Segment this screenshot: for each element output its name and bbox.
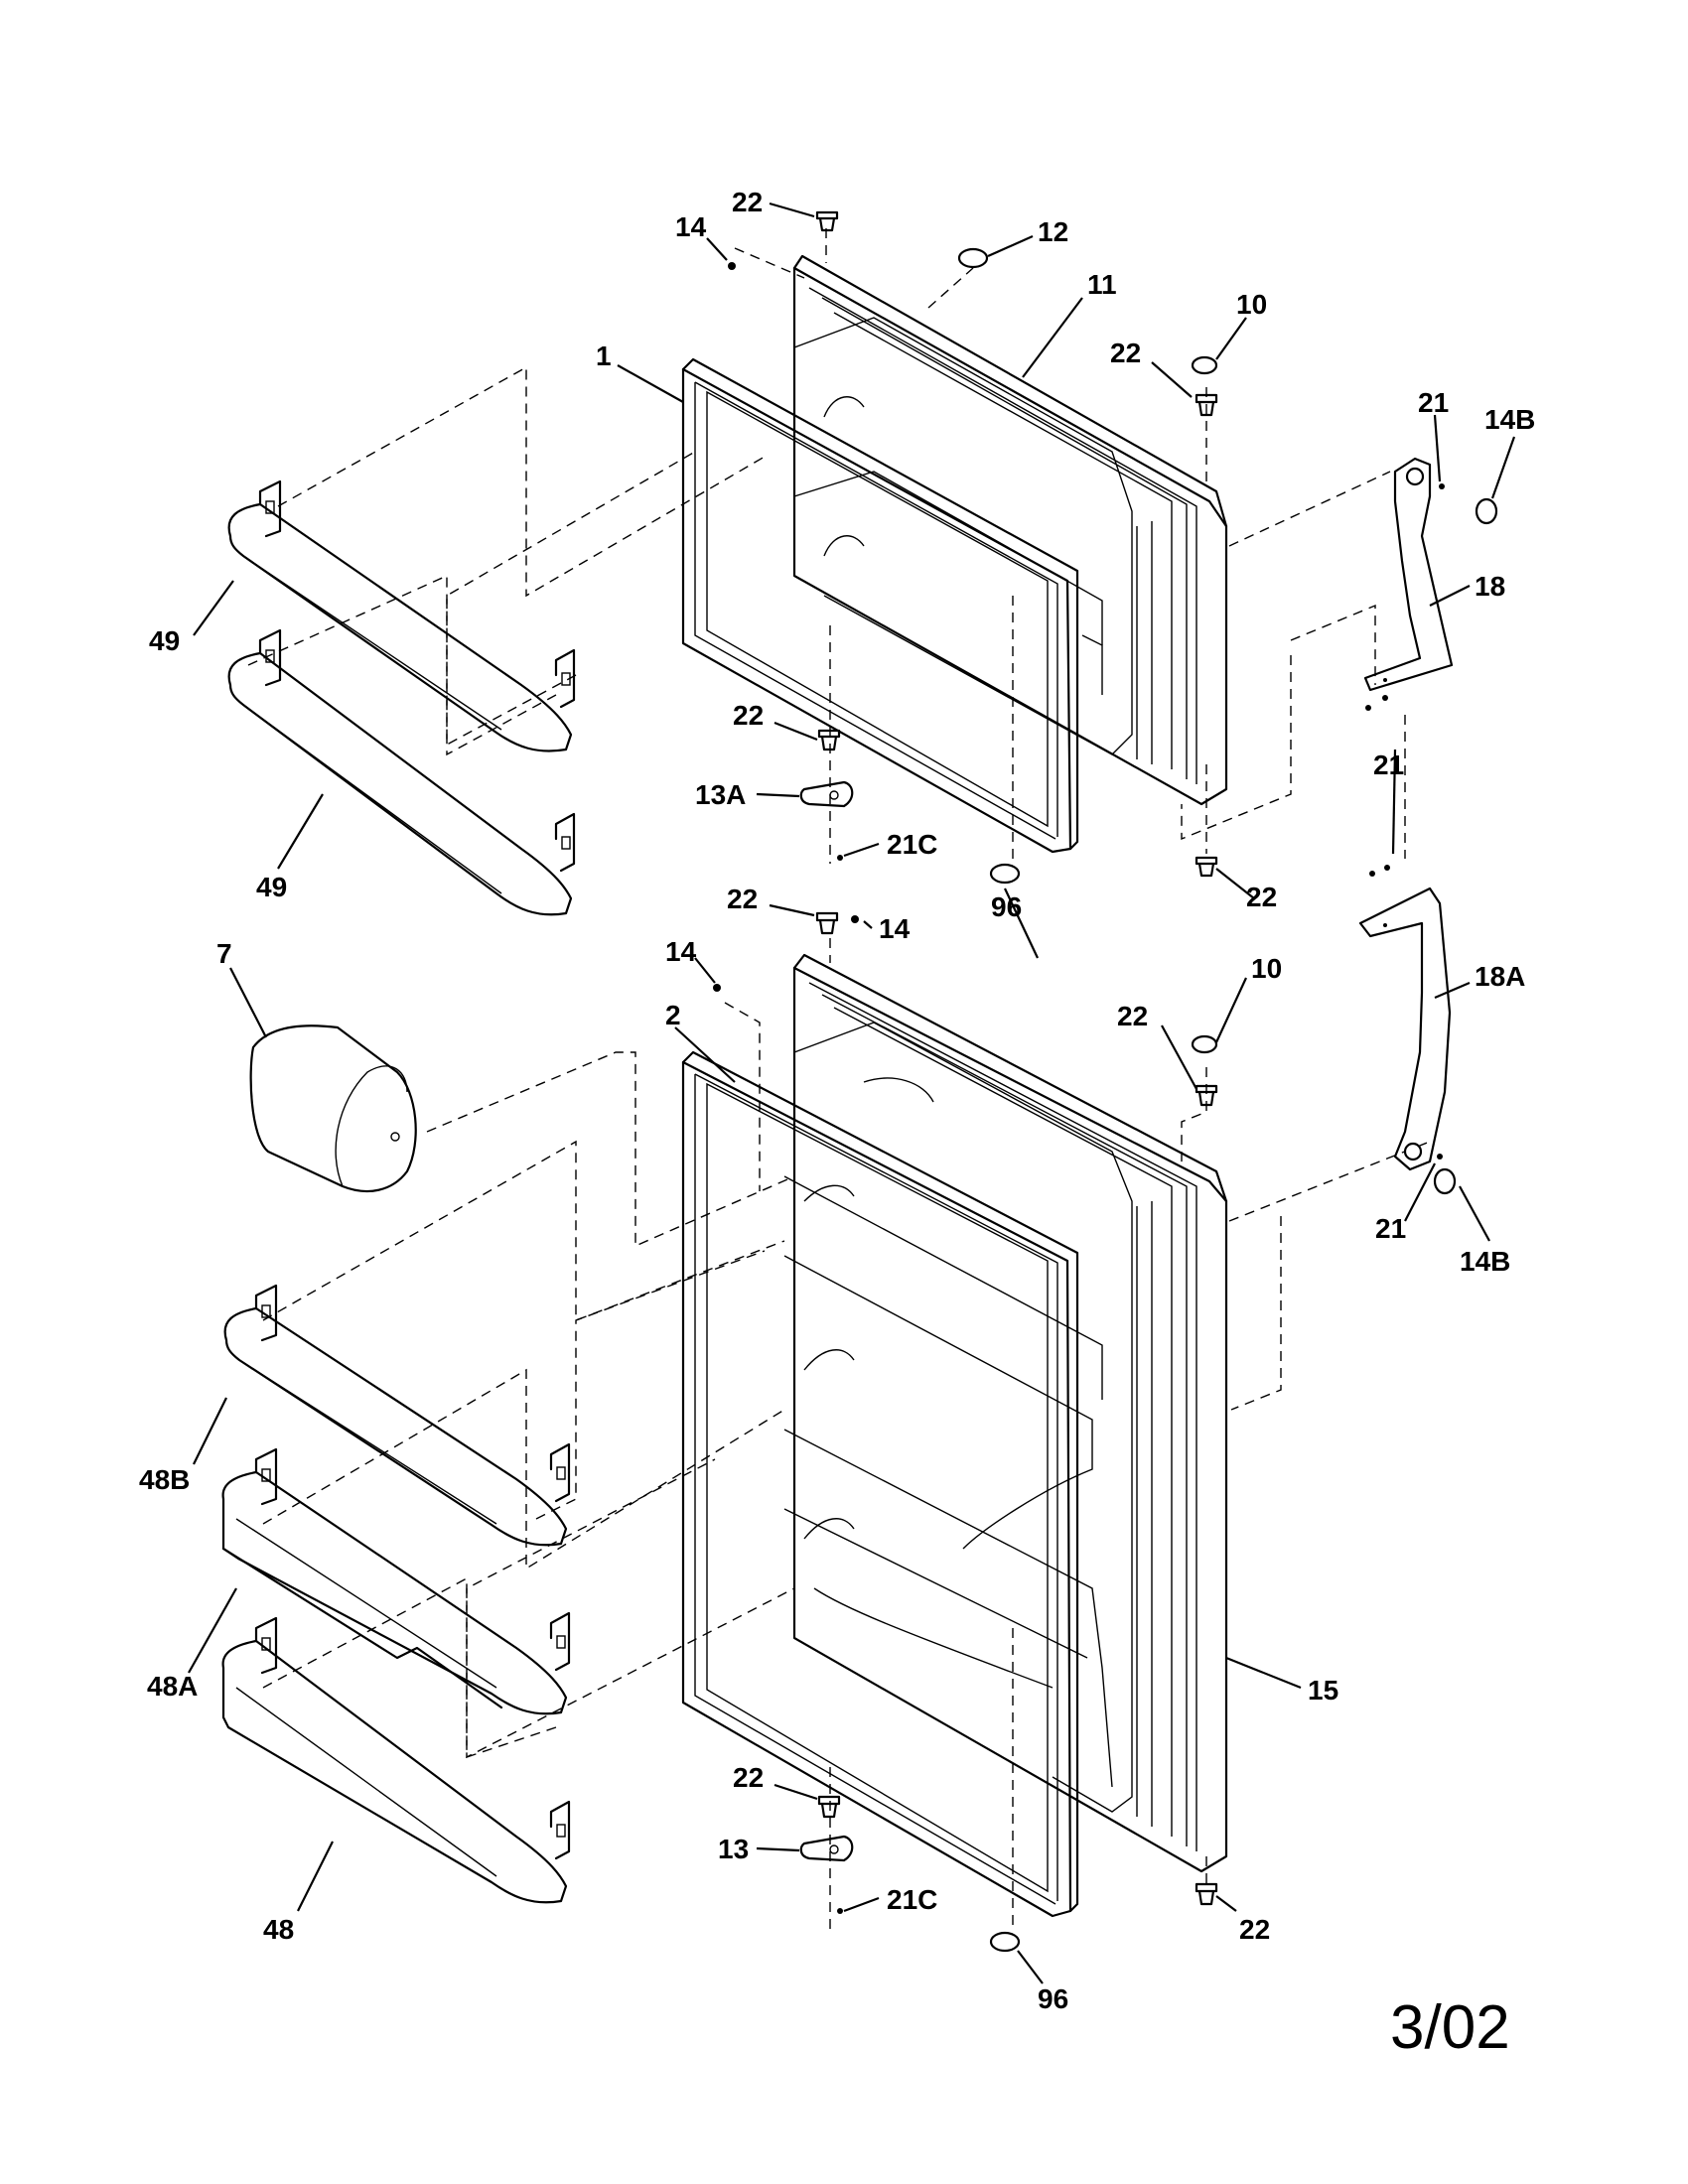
label-10: 10 [1251,953,1282,984]
fresh-food-door-outer [783,953,1228,1873]
label-22: 22 [732,187,763,217]
label-22: 22 [727,884,758,914]
part-labels: 22 14 12 11 10 22 1 21 14B 18 49 49 22 1… [139,187,1535,2014]
label-1: 1 [596,341,612,371]
freezer-door-outer [792,254,1228,806]
label-18a: 18A [1475,961,1525,992]
label-10: 10 [1236,289,1267,320]
label-21: 21 [1418,387,1449,418]
label-22: 22 [1110,338,1141,368]
dairy-compartment [249,1024,417,1193]
label-48a: 48A [147,1671,198,1702]
label-21c: 21C [887,1884,937,1915]
label-22: 22 [733,700,764,731]
shelf-48a [221,1447,571,1715]
label-96: 96 [991,891,1022,922]
label-22: 22 [1117,1001,1148,1031]
leader-lines [188,202,1516,1984]
shelf-48b [223,1284,571,1547]
shelf-49-upper [227,479,576,752]
upper-hinge [1363,457,1454,692]
label-14: 14 [665,936,697,967]
label-49: 49 [149,625,180,656]
label-7: 7 [216,938,232,969]
label-2: 2 [665,1000,681,1030]
fresh-food-gasket [681,1050,1079,1918]
label-14: 14 [879,913,911,944]
label-15: 15 [1308,1675,1338,1706]
label-49: 49 [256,872,287,902]
label-18: 18 [1475,571,1505,602]
label-11: 11 [1087,269,1117,300]
hardware [713,210,1498,1953]
diagram-date: 3/02 [1390,1993,1510,2062]
label-22: 22 [1246,882,1277,912]
label-12: 12 [1038,216,1068,247]
label-22: 22 [1239,1914,1270,1945]
shelf-49-lower [227,628,576,916]
label-14b: 14B [1484,404,1535,435]
label-13a: 13A [695,779,746,810]
label-48b: 48B [139,1464,190,1495]
shelf-48 [221,1616,571,1904]
label-13: 13 [718,1834,749,1864]
assembly-lines [247,228,1431,1931]
label-48: 48 [263,1914,294,1945]
label-14b: 14B [1460,1246,1510,1277]
label-22: 22 [733,1762,764,1793]
label-96: 96 [1038,1983,1068,2014]
lower-hinge [1358,887,1452,1171]
freezer-gasket [681,357,1079,854]
label-21: 21 [1375,1213,1406,1244]
label-21: 21 [1373,750,1404,780]
label-21c: 21C [887,829,937,860]
label-14: 14 [675,211,707,242]
